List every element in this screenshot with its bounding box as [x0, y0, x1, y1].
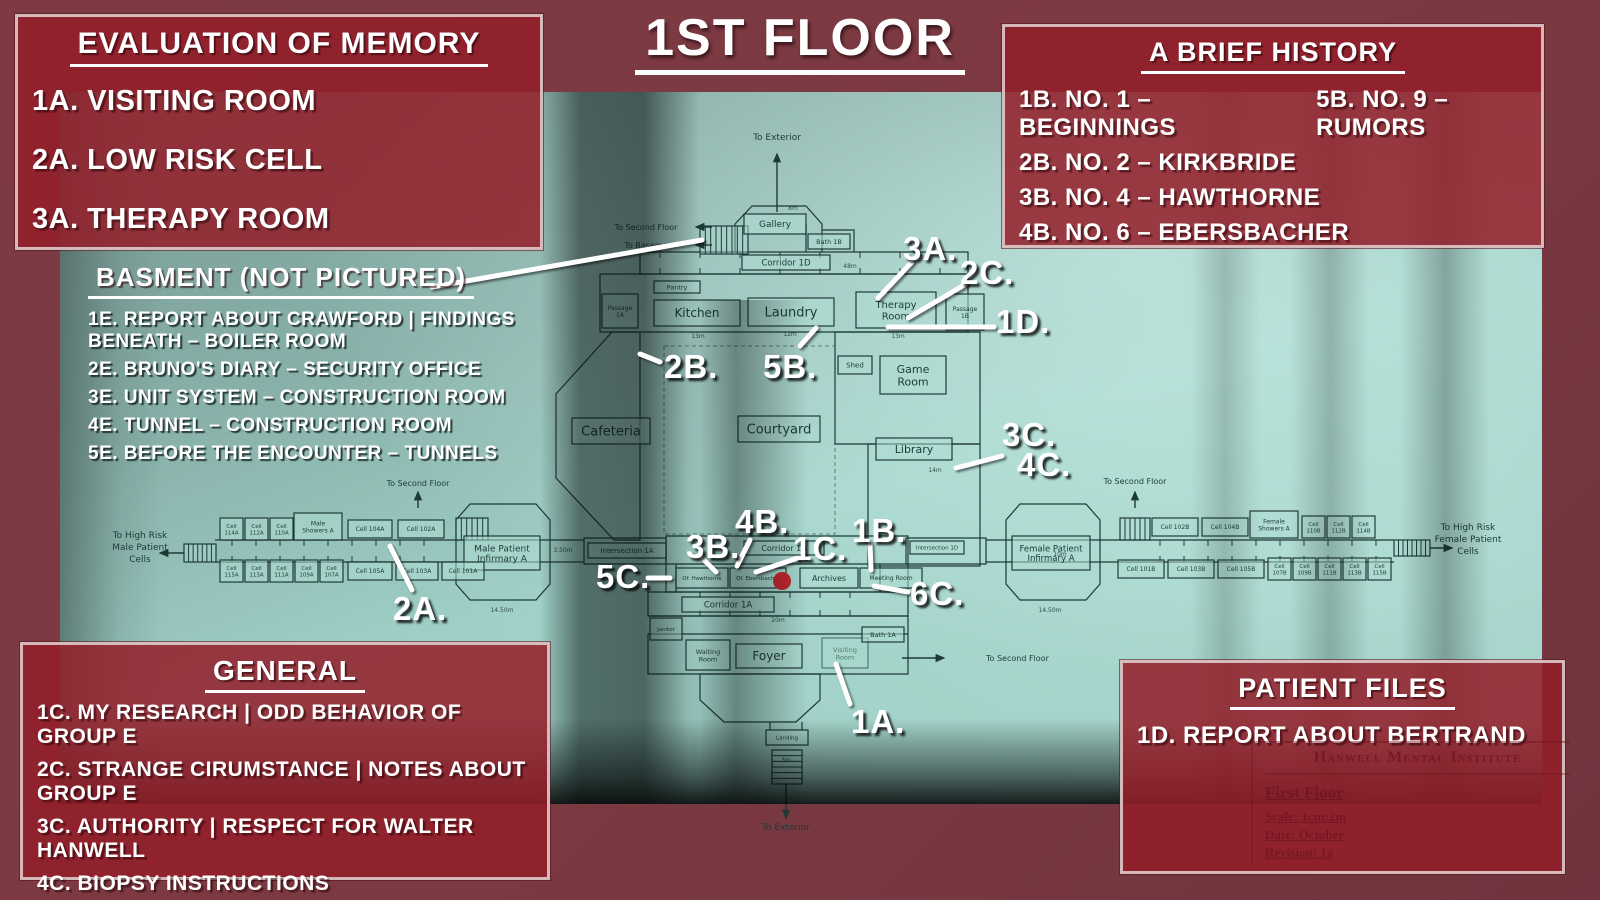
list-item: 2A. LOW RISK CELL [32, 144, 323, 176]
list-item: 4C. BIOPSY INSTRUCTIONS [37, 872, 330, 895]
list-item: 5E. BEFORE THE ENCOUNTER – TUNNELS [88, 443, 498, 464]
list-item: 4E. TUNNEL – CONSTRUCTION ROOM [88, 415, 453, 436]
callout-label: 2B. [664, 348, 719, 385]
list-item: 2E. BRUNO'S DIARY – SECURITY OFFICE [88, 359, 482, 380]
history-row: 4B. NO. 6 – EBERSBACHER [1019, 219, 1527, 247]
panel-title: BASMENT (NOT PICTURED) [88, 262, 558, 299]
callout-label: 2C. [960, 254, 1015, 291]
list-item: 5B. NO. 9 – RUMORS [1316, 86, 1449, 141]
institute-name: Hanwell Mental Institute [1265, 749, 1570, 775]
callout-label: 6C. [910, 575, 965, 612]
history-row: 2B. NO. 2 – KIRKBRIDE [1019, 149, 1527, 177]
list-item: 1C. MY RESEARCH | ODD BEHAVIOR OF GROUP … [37, 701, 462, 748]
list-item: 2B. NO. 2 – KIRKBRIDE [1019, 149, 1297, 176]
panel-title: GENERAL [37, 655, 533, 693]
callout-label: 1D. [996, 303, 1051, 340]
callout-leader-line [387, 543, 415, 593]
revision-label: Revision: 1a [1265, 845, 1334, 860]
callout-leader-line [637, 351, 663, 365]
callout-leader-line [797, 325, 819, 349]
page-title-text: 1ST FLOOR [635, 8, 965, 75]
callout-label: 5C. [596, 558, 651, 595]
panel-item-list: 1E. REPORT ABOUT CRAWFORD | FINDINGS BEN… [88, 309, 558, 465]
list-item: 2C. STRANGE CIRUMSTANCE | NOTES ABOUT GR… [37, 758, 526, 805]
panel-title: PATIENT FILES [1137, 673, 1548, 710]
callout-label: 5B. [763, 348, 818, 385]
callout-label: 1A. [851, 703, 906, 740]
callout-label: 3B. [686, 528, 741, 565]
scale-label: Scale: 1cm:2m [1265, 809, 1347, 824]
list-item: 4B. NO. 6 – EBERSBACHER [1019, 219, 1350, 246]
map-title-block: Hanwell Mental Institute First Floor Sca… [1251, 741, 1570, 863]
basement-annotation: BASMENT (NOT PICTURED) 1E. REPORT ABOUT … [88, 262, 558, 465]
page-title: 1ST FLOOR [0, 8, 1600, 75]
callout-label: 4B. [735, 503, 790, 540]
callout-leader-line [871, 583, 911, 595]
callout-label: 1B. [852, 512, 907, 549]
list-item: 3B. NO. 4 – HAWTHORNE [1019, 184, 1321, 211]
panel-title: EVALUATION OF MEMORY [32, 27, 526, 67]
panel-general: GENERAL 1C. MY RESEARCH | ODD BEHAVIOR O… [20, 642, 550, 895]
list-item: 3A. THERAPY ROOM [32, 203, 330, 235]
list-item: 3E. UNIT SYSTEM – CONSTRUCTION ROOM [88, 387, 506, 408]
list-item: 1E. REPORT ABOUT CRAWFORD | FINDINGS BEN… [88, 309, 515, 352]
callout-leader-line [953, 453, 1005, 471]
callout-label: 4C. [1017, 446, 1072, 483]
floor-label: First Floor [1265, 783, 1344, 802]
panel-item-list: 1B. NO. 1 – BEGINNINGS 5B. NO. 9 – RUMORS… [1019, 86, 1527, 247]
panel-title: A BRIEF HISTORY [1019, 37, 1527, 74]
callout-label: 1C. [793, 530, 848, 567]
callout-label: 2A. [393, 590, 448, 627]
callout-label: 3A. [903, 230, 958, 267]
history-row: 3B. NO. 4 – HAWTHORNE [1019, 184, 1527, 212]
panel-patient-files: PATIENT FILES 1D. REPORT ABOUT BERTRAND … [1120, 660, 1570, 874]
panel-item-list: 1A. VISITING ROOM 2A. LOW RISK CELL 3A. TH… [32, 79, 526, 236]
history-row: 1B. NO. 1 – BEGINNINGS 5B. NO. 9 – RUMORS [1019, 86, 1527, 142]
date-label: Date: October [1265, 827, 1345, 842]
map-text: To Exterior [761, 823, 810, 833]
callout-leader-line [753, 555, 801, 575]
list-item: 1A. VISITING ROOM [32, 85, 317, 117]
callout-leader-line [905, 281, 969, 321]
list-item: 1B. NO. 1 – BEGINNINGS [1019, 86, 1177, 141]
callout-leader-line [833, 661, 853, 707]
list-item: 3C. AUTHORITY | RESPECT FOR WALTER HANWE… [37, 815, 474, 862]
panel-item-list: 1C. MY RESEARCH | ODD BEHAVIOR OF GROUP … [37, 701, 533, 900]
